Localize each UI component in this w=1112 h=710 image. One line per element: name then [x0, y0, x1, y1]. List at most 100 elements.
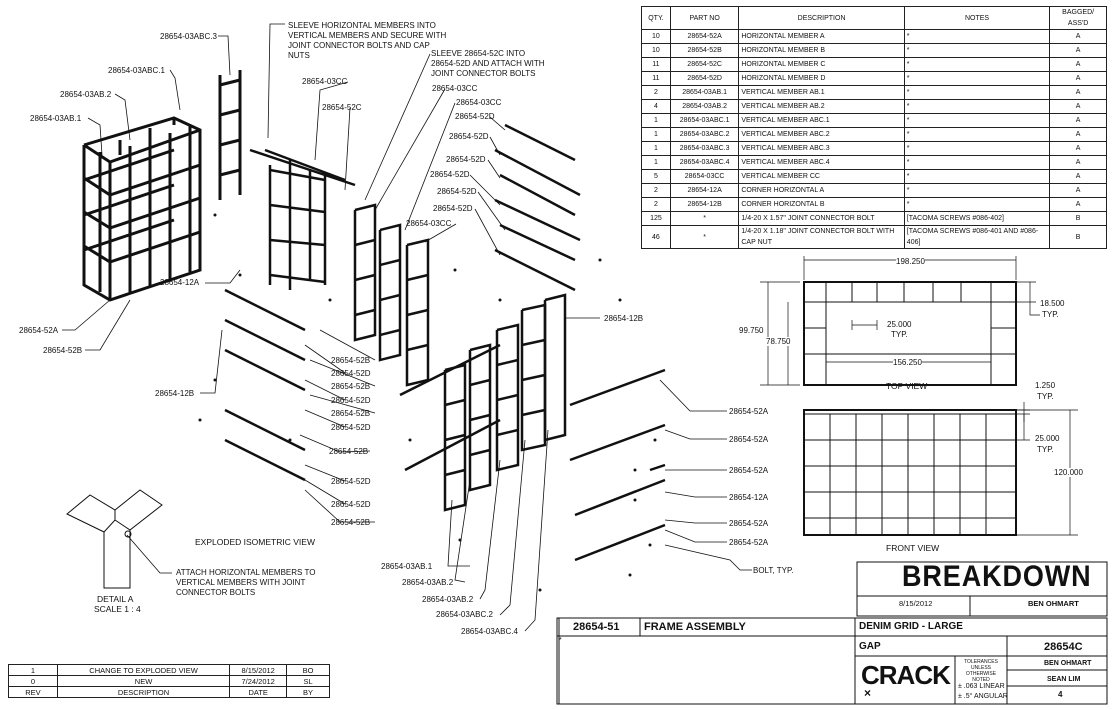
horizontals-d: [494, 123, 581, 292]
label-abc3: 28654-03ABC.3: [160, 32, 217, 41]
drawing-title: FRAME ASSEMBLY: [644, 621, 746, 633]
bom-cell-notes: *: [903, 197, 1051, 212]
dim-height: 120.000: [1054, 468, 1083, 477]
revision-cell-rev: 1: [8, 664, 58, 676]
rev-header-date: DATE: [229, 686, 288, 698]
caption-scale: SCALE 1 : 4: [94, 604, 141, 614]
bom-cell-qty: 11: [641, 71, 671, 86]
bom-cell-bagged: A: [1049, 71, 1107, 86]
revision-cell-by: SL: [286, 675, 330, 687]
label-52a: 28654-52A: [19, 326, 59, 335]
dim-front-bay: 25.000: [1035, 434, 1060, 443]
stamp-breakdown: BREAKDOWN: [902, 560, 1092, 593]
revision-cell-rev: 0: [8, 675, 58, 687]
label-12b-right: 28654-12B: [604, 314, 644, 323]
bom-cell-description: VERTICAL MEMBER CC: [738, 169, 905, 184]
label-12b: 28654-12B: [155, 389, 195, 398]
label-cc4: 28654-03CC: [406, 219, 452, 228]
bom-header-part-no: PART NO: [669, 6, 740, 30]
bom-cell-notes: [TACOMA SCREWS #086-401 AND #086-406]: [903, 225, 1051, 249]
bom-cell-qty: 1: [641, 113, 671, 128]
dim-bay: 25.000: [887, 320, 912, 329]
bom-cell-qty: 1: [641, 141, 671, 156]
bom-cell-part-no: 28654-52C: [669, 57, 740, 72]
bom-cell-notes: *: [903, 71, 1051, 86]
dim-overall-width: 198.250: [896, 257, 925, 266]
label-right-52a-1: 28654-52A: [729, 407, 769, 416]
bom-cell-part-no: 28654-52A: [669, 29, 740, 44]
bom-cell-notes: *: [903, 169, 1051, 184]
bom-header-notes: NOTES: [903, 6, 1051, 30]
note-attach-horizontal: ATTACH HORIZONTAL MEMBERS TO VERTICAL ME…: [176, 568, 316, 597]
bom-cell-qty: 1: [641, 127, 671, 142]
bom-row: 46*1/4-20 X 1.18" JOINT CONNECTOR BOLT W…: [641, 225, 1107, 249]
horizontals-b: [224, 288, 306, 482]
label-right-52a-3: 28654-52A: [729, 466, 769, 475]
bom-cell-bagged: A: [1049, 127, 1107, 142]
bom-cell-description: HORIZONTAL MEMBER C: [738, 57, 905, 72]
bom-cell-notes: *: [903, 57, 1051, 72]
bom-cell-description: HORIZONTAL MEMBER B: [738, 43, 905, 58]
horizontals-a: [569, 368, 666, 562]
bill-of-materials: QTY. PART NO DESCRIPTION NOTES BAGGED/ A…: [641, 6, 1107, 249]
bom-cell-bagged: A: [1049, 57, 1107, 72]
project-number: 28654C: [1044, 641, 1083, 653]
bom-cell-qty: 125: [641, 211, 671, 226]
label-mid-52b-3: 28654-52B: [331, 409, 371, 418]
bom-cell-part-no: 28654-52B: [669, 43, 740, 58]
client-name: GAP: [859, 641, 881, 652]
bom-cell-bagged: A: [1049, 141, 1107, 156]
bom-cell-part-no: *: [669, 211, 740, 226]
bom-cell-qty: 10: [641, 43, 671, 58]
bom-cell-qty: 4: [641, 99, 671, 114]
revision-cell-description: CHANGE TO EXPLODED VIEW: [56, 664, 231, 676]
label-52c: 28654-52C: [322, 103, 362, 112]
label-52b: 28654-52B: [43, 346, 83, 355]
bom-cell-notes: *: [903, 183, 1051, 198]
bom-cell-part-no: 28654-03ABC.1: [669, 113, 740, 128]
product-name: DENIM GRID - LARGE: [859, 621, 963, 632]
page-number: 4: [1058, 690, 1063, 699]
dim-depth-outer: 99.750: [739, 326, 764, 335]
bom-cell-notes: [TACOMA SCREWS #086-402]: [903, 211, 1051, 226]
label-12a: 28654-12A: [160, 278, 200, 287]
rev-header-by: BY: [286, 686, 330, 698]
bom-header-description: DESCRIPTION: [738, 6, 905, 30]
leader-lines: [62, 23, 752, 632]
stamp-date: 8/15/2012: [899, 599, 933, 608]
label-low-52b-2: 28654-52B: [331, 518, 371, 527]
bom-cell-description: HORIZONTAL MEMBER D: [738, 71, 905, 86]
dim-front-top-suffix: TYP.: [1037, 392, 1054, 401]
middle-frame: [249, 148, 356, 290]
label-mid-52d-3: 28654-52D: [331, 423, 371, 432]
label-d5: 28654-52D: [437, 187, 477, 196]
assembled-frame: [82, 116, 202, 302]
bom-cell-part-no: 28654-03ABC.4: [669, 155, 740, 170]
bom-cell-bagged: B: [1049, 225, 1107, 249]
title-asterisk: *: [559, 637, 562, 644]
label-right-12a: 28654-12A: [729, 493, 769, 502]
bom-cell-notes: *: [903, 141, 1051, 156]
bom-cell-part-no: 28654-12A: [669, 183, 740, 198]
bom-header-qty: QTY.: [641, 6, 671, 30]
bom-cell-notes: *: [903, 29, 1051, 44]
label-d3: 28654-52D: [446, 155, 486, 164]
label-low-52d-1: 28654-52D: [331, 477, 371, 486]
bom-cell-notes: *: [903, 43, 1051, 58]
bom-cell-part-no: 28654-52D: [669, 71, 740, 86]
rev-header-description: DESCRIPTION: [56, 686, 231, 698]
bom-cell-description: 1/4-20 X 1.18" JOINT CONNECTOR BOLT WITH…: [738, 225, 905, 249]
title-block-frame: [556, 561, 1108, 705]
bom-cell-part-no: 28654-12B: [669, 197, 740, 212]
label-bottom-ab2-1: 28654-03AB.2: [402, 578, 454, 587]
bom-cell-bagged: A: [1049, 169, 1107, 184]
label-bottom-abc2: 28654-03ABC.2: [436, 610, 493, 619]
